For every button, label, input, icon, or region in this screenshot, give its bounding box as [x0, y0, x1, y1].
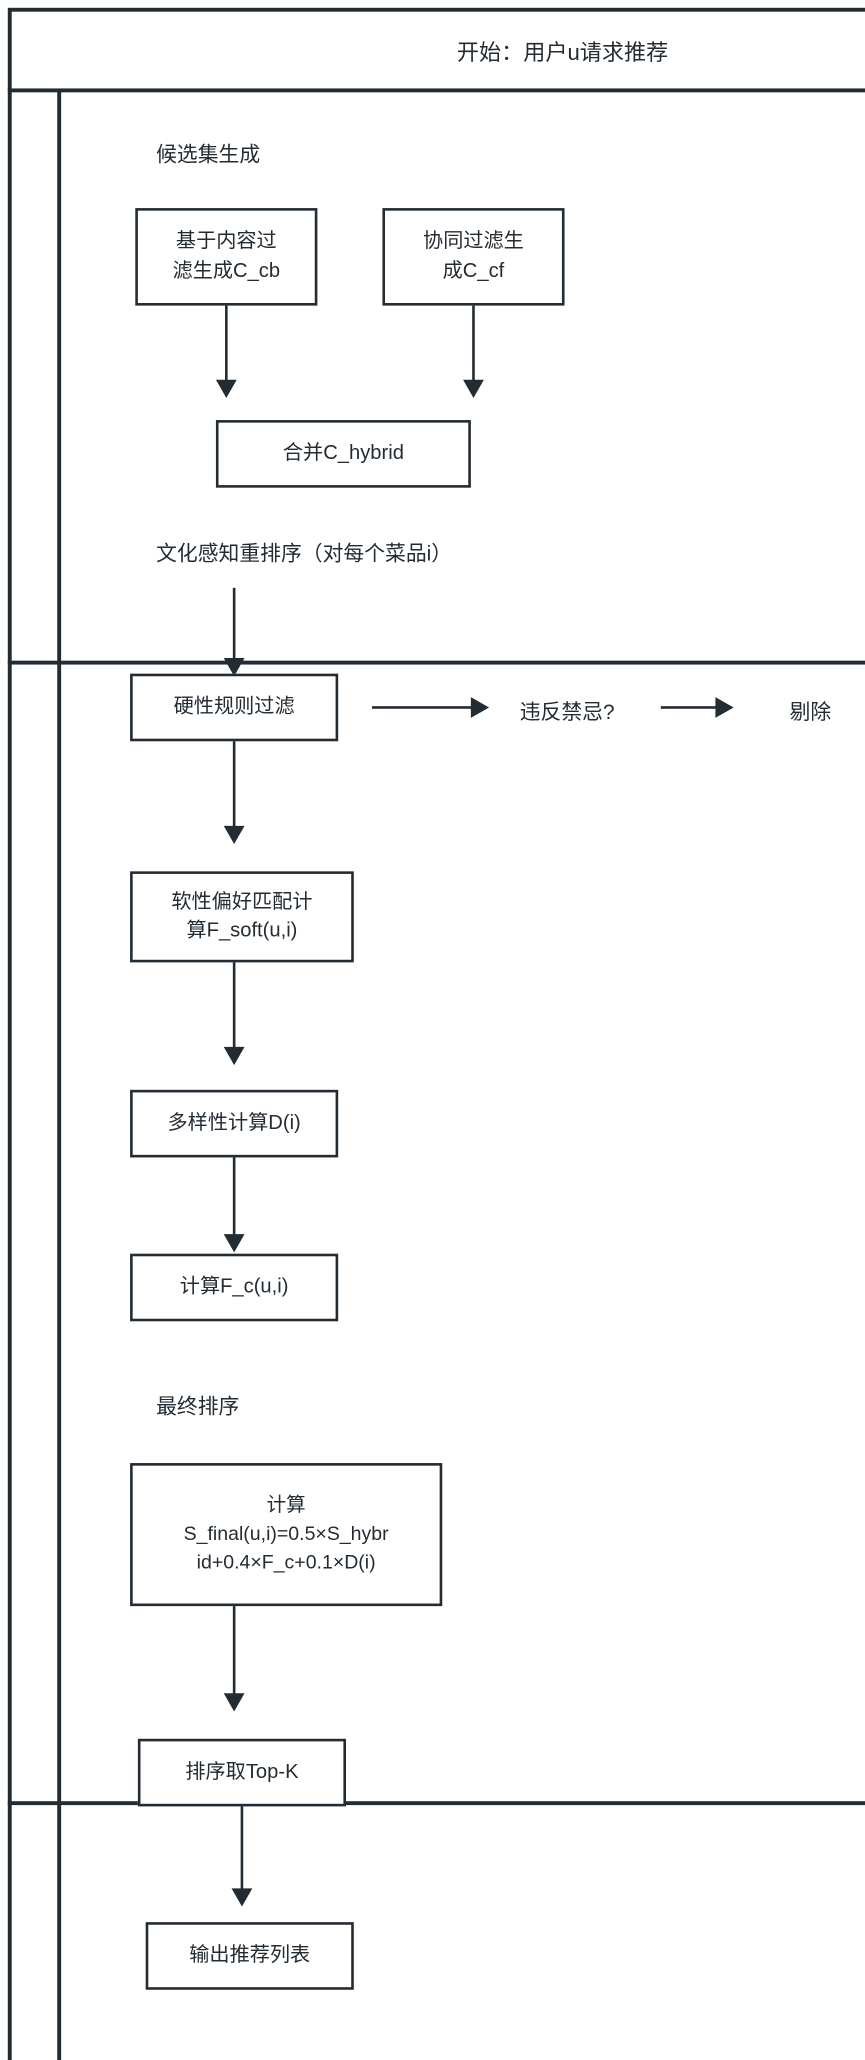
section-divider-candidate-rerank — [7, 660, 865, 665]
node-collaborative-filtering[interactable]: 协同过滤生 成C_cf — [382, 208, 565, 306]
section-label-cultural-reranking: 文化感知重排序（对每个菜品i） — [156, 543, 453, 566]
connector-arrowhead-section-to-hardfilter — [223, 658, 245, 677]
node-output-recommendation-list[interactable]: 输出推荐列表 — [145, 1922, 354, 1990]
connector-line-contentbased-to-merge — [225, 305, 228, 384]
page-title: 开始：用户u请求推荐 — [456, 39, 669, 65]
node-compute-fc[interactable]: 计算F_c(u,i) — [130, 1253, 339, 1322]
connector-line-softpref-to-diversity — [232, 962, 236, 1051]
connector-arrowhead-collaborative-to-merge — [463, 379, 484, 398]
connector-arrowhead-topk-to-output — [231, 1888, 253, 1907]
connector-arrowhead-contentbased-to-merge — [215, 379, 237, 398]
connector-line-diversity-to-fc — [232, 1157, 236, 1239]
node-violates-taboo-decision[interactable]: 违反禁忌? — [519, 702, 615, 725]
connector-line-finalscore-to-topk — [232, 1606, 236, 1698]
header-divider-rule — [7, 88, 865, 93]
node-hard-rule-filter[interactable]: 硬性规则过滤 — [130, 673, 339, 742]
connector-arrowhead-diversity-to-fc — [223, 1234, 245, 1253]
connector-line-collaborative-to-merge — [472, 305, 475, 384]
connector-arrowhead-hardfilter-to-softpref — [223, 825, 245, 845]
node-remove[interactable]: 剔除 — [789, 702, 832, 725]
node-content-based-filtering[interactable]: 基于内容过 滤生成C_cb — [135, 208, 318, 306]
connector-line-hardfilter-to-softpref — [232, 741, 236, 830]
node-diversity-calculation[interactable]: 多样性计算D(i) — [130, 1089, 339, 1158]
node-merge-hybrid[interactable]: 合并C_hybrid — [215, 420, 471, 488]
connector-arrowhead-taboo-to-remove — [715, 697, 734, 718]
node-sort-top-k[interactable]: 排序取Top-K — [137, 1738, 346, 1807]
section-label-final-ranking: 最终排序 — [156, 1396, 240, 1419]
diagram-outer-frame — [7, 7, 865, 2060]
connector-line-taboo-to-remove — [660, 706, 719, 709]
node-final-score-formula[interactable]: 计算 S_final(u,i)=0.5×S_hybr id+0.4×F_c+0.… — [130, 1463, 443, 1607]
connector-line-topk-to-output — [240, 1806, 244, 1893]
section-label-candidate-generation: 候选集生成 — [156, 144, 261, 167]
section-divider-rerank-final — [7, 1801, 865, 1806]
connector-line-section-to-hardfilter — [232, 587, 236, 661]
node-soft-preference-matching[interactable]: 软性偏好匹配计 算F_soft(u,i) — [130, 871, 354, 963]
connector-line-hardfilter-to-taboo — [372, 706, 474, 709]
diagram-title-band: 开始：用户u请求推荐 — [8, 8, 865, 91]
lane-divider-line — [57, 91, 62, 2060]
connector-arrowhead-hardfilter-to-taboo — [470, 697, 490, 718]
connector-arrowhead-softpref-to-diversity — [223, 1046, 245, 1066]
connector-arrowhead-finalscore-to-topk — [223, 1693, 245, 1712]
